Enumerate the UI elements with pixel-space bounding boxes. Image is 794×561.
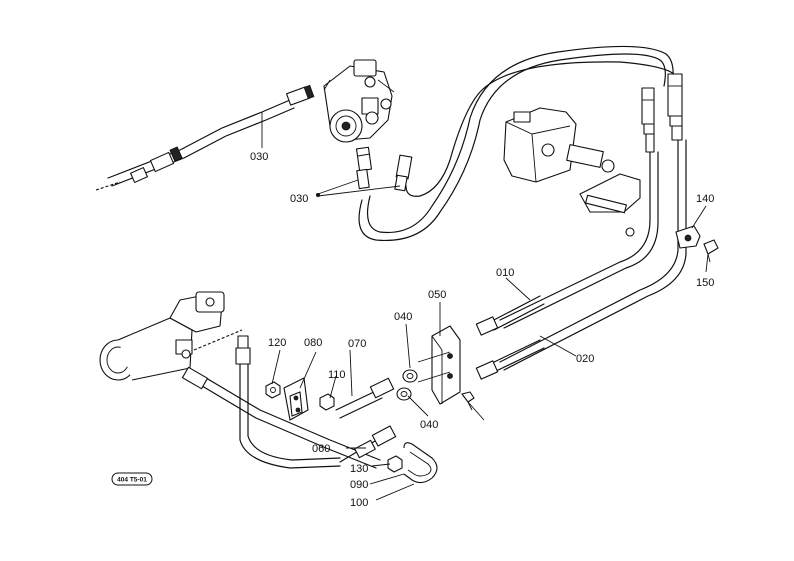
filter-box: [503, 107, 604, 183]
callout-010: 010: [496, 267, 514, 279]
pump-assembly: [323, 59, 395, 143]
bolt-140: [703, 239, 719, 263]
figure-code-badge: 404 T5-01: [111, 472, 153, 486]
callout-100: 100: [350, 497, 368, 509]
washer-040-upper: [402, 369, 418, 383]
fitting-top-right-2: [667, 73, 683, 141]
fitting-020-end: [475, 360, 499, 380]
callout-130: 140: [696, 193, 714, 205]
cylinder-assembly: [99, 291, 225, 381]
figure-code: 404 T5-01: [117, 477, 147, 484]
fitting-060: [354, 425, 397, 459]
callout-080: 080: [304, 337, 322, 349]
hose-070: [335, 389, 383, 419]
hose-010: [489, 295, 545, 331]
callout-040-lower: 040: [420, 419, 438, 431]
fitting-left-upper: [130, 146, 183, 183]
clamp-130: [675, 225, 701, 249]
callout-090: 090: [350, 479, 368, 491]
fitting-vertical-left: [235, 335, 251, 365]
callout-050: 050: [428, 289, 446, 301]
fitting-030-right: [394, 154, 413, 192]
plate-050: [417, 325, 461, 405]
nut-120-upper: [265, 381, 281, 399]
hose-030-loop: [358, 45, 677, 242]
fitting-cylinder-outlet: [181, 366, 209, 390]
washer-040-lower: [396, 387, 412, 401]
callout-060: 060: [312, 443, 330, 455]
callout-120-upper: 120: [268, 337, 286, 349]
nut-120-lower: [387, 455, 403, 473]
callout-120-lower: 130: [350, 463, 368, 475]
callout-140: 150: [696, 277, 714, 289]
callout-020: 020: [576, 353, 594, 365]
callout-030-lower: 030: [290, 193, 308, 205]
bracket-080: [283, 377, 309, 421]
fitting-pump-inlet: [286, 84, 315, 106]
fitting-030-left: [355, 146, 373, 190]
callout-070: 070: [348, 338, 366, 350]
callout-110: 110: [328, 369, 346, 381]
u-clamp-090: [403, 442, 438, 484]
fitting-070: [369, 377, 395, 399]
leader-lines: [261, 112, 709, 501]
fitting-top-right-1: [641, 87, 655, 153]
hose-030-upper: [95, 99, 295, 191]
bracket-right: [579, 159, 641, 237]
leader-dot: [316, 193, 320, 197]
hose-right-vertical: [499, 139, 687, 371]
guide-line-cylinder: [193, 329, 243, 351]
fitting-010-end: [475, 316, 499, 336]
bolt-110: [319, 393, 335, 411]
callout-040-upper: 040: [394, 311, 412, 323]
callout-030-upper: 030: [250, 151, 268, 163]
hose-020: [489, 339, 545, 373]
